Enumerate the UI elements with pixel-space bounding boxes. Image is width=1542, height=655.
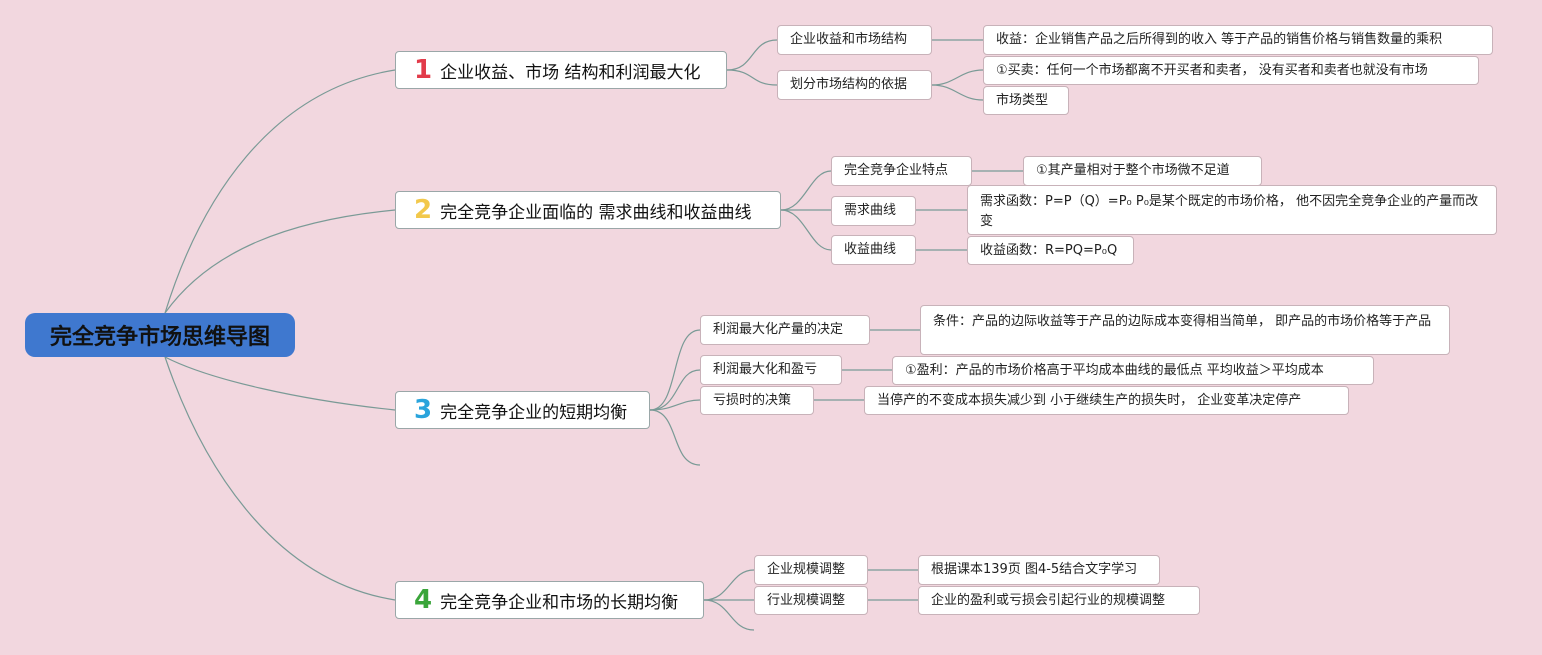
root-topic[interactable]: 完全竞争市场思维导图 — [25, 313, 295, 357]
connector-b1-s2 — [726, 69, 778, 86]
b3-sub-3[interactable]: 亏损时的决策 — [700, 386, 814, 415]
connector-b2-s3 — [780, 209, 832, 251]
branch-1-title: 企业收益、市场 结构和利润最大化 — [440, 62, 701, 83]
connector-root-b2 — [164, 209, 396, 314]
b4-sub-1[interactable]: 企业规模调整 — [754, 555, 868, 585]
detail-text: 需求函数：P=P（Q）=P₀ P₀是某个既定的市场价格， 他不因完全竞争企业的产… — [980, 194, 1479, 229]
detail-text: 根据课本139页 图4-5结合文字学习 — [931, 562, 1138, 577]
b3-sub-2-detail-1[interactable]: ①盈利：产品的市场价格高于平均成本曲线的最低点 平均收益＞平均成本 — [892, 356, 1374, 385]
b1-sub-2-detail-2[interactable]: 市场类型 — [983, 86, 1069, 115]
connector-b3-s1 — [649, 329, 701, 411]
detail-text: 当停产的不变成本损失减少到 小于继续生产的损失时， 企业变革决定停产 — [877, 392, 1302, 408]
b3-sub-3-label: 亏损时的决策 — [713, 392, 792, 408]
connector-b4-s1 — [703, 569, 755, 601]
detail-text: ①其产量相对于整个市场微不足道 — [1036, 163, 1230, 178]
b1-sub-1-label: 企业收益和市场结构 — [790, 32, 908, 47]
b4-sub-1-label: 企业规模调整 — [767, 562, 846, 577]
connector-b3-s2 — [649, 369, 701, 411]
b2-sub-1-label: 完全竞争企业特点 — [844, 163, 949, 178]
branch-4[interactable]: 4 完全竞争企业和市场的长期均衡 — [395, 581, 704, 619]
branch-4-title: 完全竞争企业和市场的长期均衡 — [440, 592, 679, 613]
b3-sub-3-detail-1[interactable]: 当停产的不变成本损失减少到 小于继续生产的损失时， 企业变革决定停产 — [864, 386, 1349, 415]
b2-sub-1-detail-1[interactable]: ①其产量相对于整个市场微不足道 — [1023, 156, 1262, 186]
detail-text: 收益：企业销售产品之后所得到的收入 等于产品的销售价格与销售数量的乘积 — [996, 32, 1443, 47]
b2-sub-2-detail-1[interactable]: 需求函数：P=P（Q）=P₀ P₀是某个既定的市场价格， 他不因完全竞争企业的产… — [967, 185, 1497, 235]
number-3-icon: 3 — [414, 395, 433, 425]
b4-sub-2-label: 行业规模调整 — [767, 592, 846, 608]
connector-b3-extra — [649, 409, 701, 466]
b1-sub-1-detail-1[interactable]: 收益：企业销售产品之后所得到的收入 等于产品的销售价格与销售数量的乘积 — [983, 25, 1493, 55]
b2-sub-3-detail-1[interactable]: 收益函数：R=PQ=P₀Q — [967, 236, 1134, 265]
b2-sub-2[interactable]: 需求曲线 — [831, 196, 916, 226]
connector-root-b4 — [164, 356, 396, 601]
b3-sub-2[interactable]: 利润最大化和盈亏 — [700, 355, 842, 385]
b1-sub-2-label: 划分市场结构的依据 — [790, 77, 908, 92]
b2-sub-1[interactable]: 完全竞争企业特点 — [831, 156, 972, 186]
connector-b3-s3 — [649, 399, 701, 411]
detail-text: ①盈利：产品的市场价格高于平均成本曲线的最低点 平均收益＞平均成本 — [905, 362, 1324, 378]
number-4-icon: 4 — [414, 585, 433, 615]
detail-text: 企业的盈利或亏损会引起行业的规模调整 — [931, 592, 1166, 608]
b3-sub-2-label: 利润最大化和盈亏 — [713, 362, 818, 377]
connector-b1s2-d1 — [931, 69, 984, 86]
detail-text: 收益函数：R=PQ=P₀Q — [980, 242, 1118, 258]
b1-sub-2-detail-1[interactable]: ①买卖：任何一个市场都离不开买者和卖者， 没有买者和卖者也就没有市场 — [983, 56, 1479, 85]
b4-sub-1-detail-1[interactable]: 根据课本139页 图4-5结合文字学习 — [918, 555, 1160, 585]
b2-sub-3[interactable]: 收益曲线 — [831, 235, 916, 265]
branch-3-title: 完全竞争企业的短期均衡 — [440, 402, 628, 423]
connector-b4-extra — [703, 599, 755, 631]
number-1-icon: 1 — [414, 55, 433, 85]
b3-sub-1-detail-1[interactable]: 条件：产品的边际收益等于产品的边际成本变得相当简单， 即产品的市场价格等于产品 — [920, 305, 1450, 355]
b3-sub-1-label: 利润最大化产量的决定 — [713, 322, 844, 337]
b3-sub-1[interactable]: 利润最大化产量的决定 — [700, 315, 870, 345]
b1-sub-2[interactable]: 划分市场结构的依据 — [777, 70, 932, 100]
detail-text: 条件：产品的边际收益等于产品的边际成本变得相当简单， 即产品的市场价格等于产品 — [933, 314, 1432, 329]
branch-1[interactable]: 1 企业收益、市场 结构和利润最大化 — [395, 51, 727, 89]
branch-2-title: 完全竞争企业面临的 需求曲线和收益曲线 — [440, 202, 752, 223]
connector-root-b3 — [164, 356, 396, 411]
connector-b1s2-d2 — [931, 84, 984, 101]
b2-sub-2-label: 需求曲线 — [844, 203, 897, 218]
detail-text: ①买卖：任何一个市场都离不开买者和卖者， 没有买者和卖者也就没有市场 — [996, 62, 1428, 78]
branch-2[interactable]: 2 完全竞争企业面临的 需求曲线和收益曲线 — [395, 191, 781, 229]
connector-root-b1 — [164, 69, 396, 314]
b4-sub-2[interactable]: 行业规模调整 — [754, 586, 868, 615]
connector-b2-s1 — [780, 170, 832, 211]
detail-text: 市场类型 — [996, 92, 1049, 108]
b2-sub-3-label: 收益曲线 — [844, 242, 897, 257]
b1-sub-1[interactable]: 企业收益和市场结构 — [777, 25, 932, 55]
connector-b1-s1 — [726, 39, 778, 71]
b4-sub-2-detail-1[interactable]: 企业的盈利或亏损会引起行业的规模调整 — [918, 586, 1200, 615]
branch-3[interactable]: 3 完全竞争企业的短期均衡 — [395, 391, 650, 429]
number-2-icon: 2 — [414, 195, 433, 225]
